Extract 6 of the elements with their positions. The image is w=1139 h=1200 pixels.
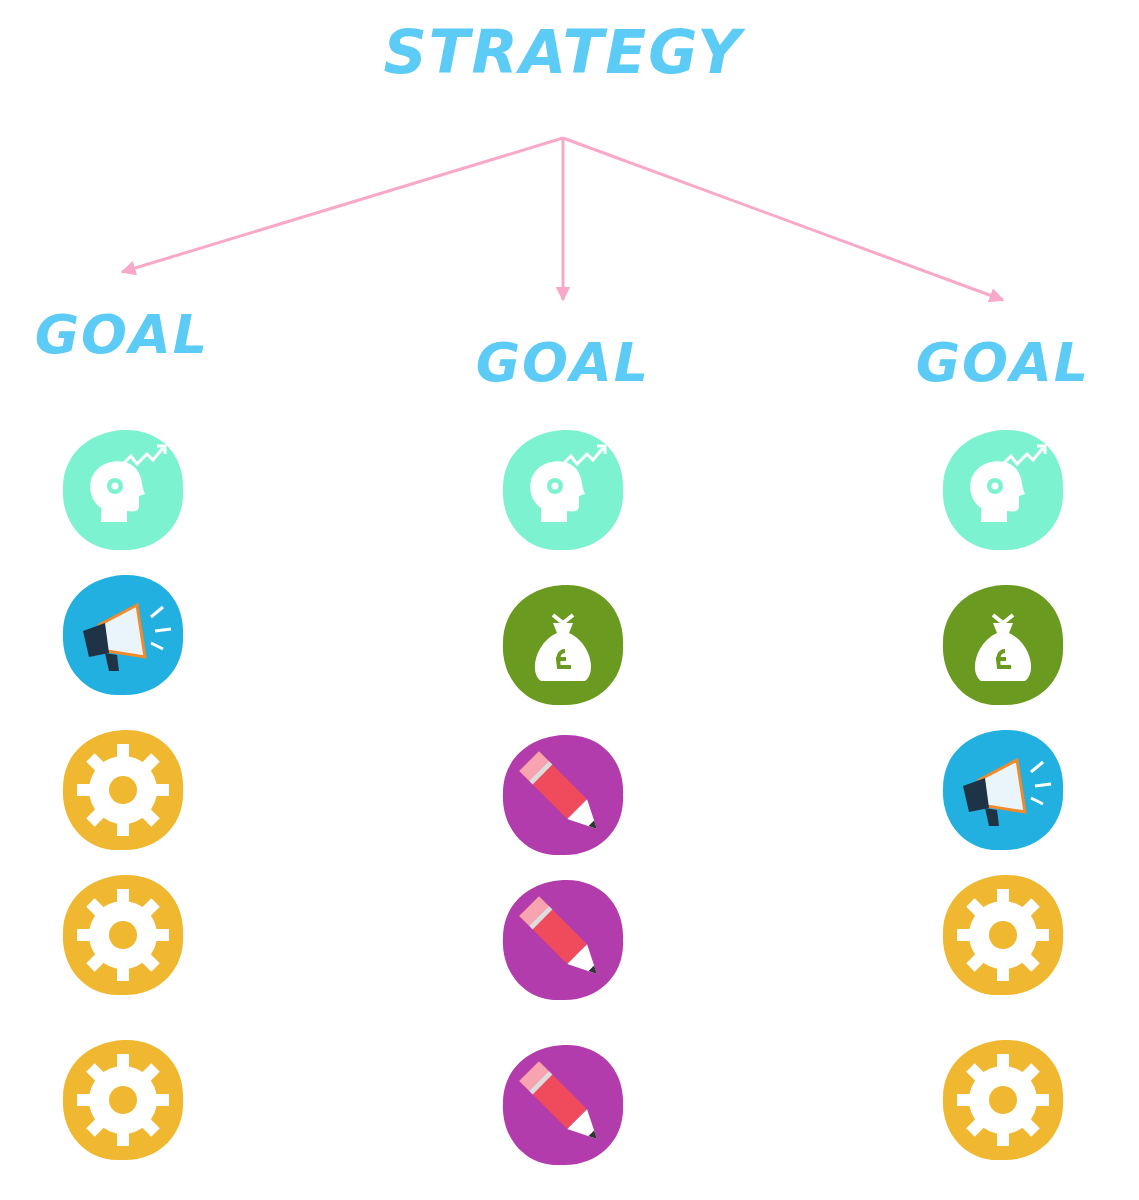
heading-text: GOAL xyxy=(915,336,1091,390)
arrow xyxy=(555,138,571,302)
arrow xyxy=(120,136,564,276)
arrow xyxy=(562,136,1005,303)
heading-text: GOAL xyxy=(34,308,210,362)
heading-text: GOAL xyxy=(475,336,651,390)
